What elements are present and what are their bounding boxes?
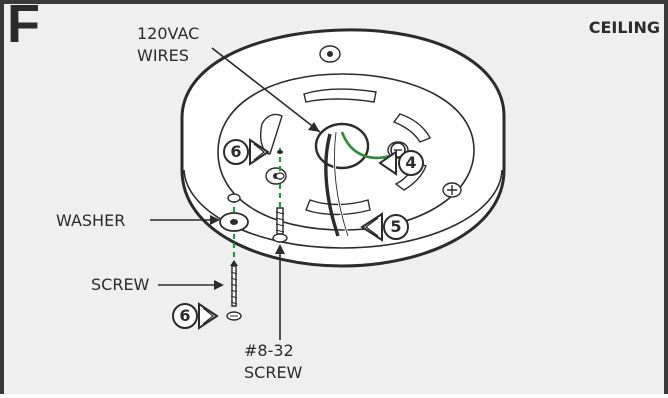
- callout-6-bottom: 6: [179, 306, 191, 325]
- leader-lines: [150, 47, 321, 340]
- small-screw-label-line1: #8-32: [244, 341, 294, 360]
- washer: [219, 193, 249, 232]
- wires-label-line1: 120VAC: [137, 24, 200, 43]
- callout-5: 5: [390, 217, 402, 236]
- junction-box: [180, 28, 506, 268]
- callout-shapes: [172, 138, 424, 330]
- callout-4: 4: [405, 153, 417, 172]
- step-letter: F: [7, 0, 40, 54]
- wires-label-line2: WIRES: [137, 46, 189, 65]
- small-screw: [272, 150, 288, 243]
- washer-label: WASHER: [56, 211, 126, 230]
- mounting-screw: [226, 260, 242, 321]
- screw-label: SCREW: [91, 275, 150, 294]
- junction-box-illustration: [150, 28, 506, 340]
- orientation-label: CEILING: [588, 18, 660, 37]
- small-screw-label-line2: SCREW: [244, 363, 303, 382]
- callout-6-top: 6: [230, 142, 242, 161]
